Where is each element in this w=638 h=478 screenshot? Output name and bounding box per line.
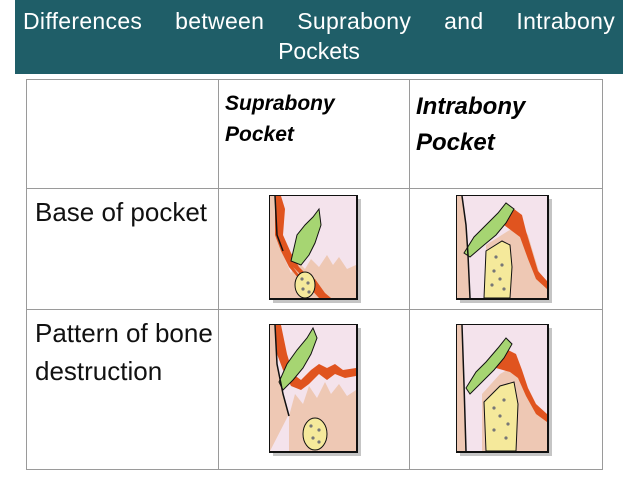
intrabony-base-diagram xyxy=(456,195,552,303)
suprabony-base-diagram xyxy=(269,195,361,303)
header-suprabony-label: Suprabony Pocket xyxy=(225,92,335,146)
row-label-pattern-of-bone-destruction: Pattern of bone destruction xyxy=(35,318,213,386)
intrabony-bone-pattern-diagram xyxy=(456,324,552,456)
row-label-cell: Base of pocket xyxy=(26,188,219,310)
diagram-cell xyxy=(409,188,603,310)
row-label-cell: Pattern of bone destruction xyxy=(26,309,219,470)
table-row-pattern-of-bone-destruction: Pattern of bone destruction xyxy=(26,309,603,470)
slide-title: Differences between Suprabony and Intrab… xyxy=(15,0,623,74)
header-empty-cell xyxy=(26,79,219,189)
comparison-table: Suprabony Pocket Intrabony Pocket Base o… xyxy=(26,79,603,470)
slide-title-line-1: Differences between Suprabony and Intrab… xyxy=(23,8,615,34)
table-header-row: Suprabony Pocket Intrabony Pocket xyxy=(26,79,603,189)
slide-title-line-2: Pockets xyxy=(278,38,360,64)
row-label-base-of-pocket: Base of pocket xyxy=(35,197,207,227)
diagram-cell xyxy=(409,309,603,470)
diagram-cell xyxy=(218,188,410,310)
table-row-base-of-pocket: Base of pocket xyxy=(26,188,603,310)
header-intrabony-cell: Intrabony Pocket xyxy=(409,79,603,189)
header-intrabony-label: Intrabony Pocket xyxy=(416,93,526,156)
diagram-cell xyxy=(218,309,410,470)
header-suprabony-cell: Suprabony Pocket xyxy=(218,79,410,189)
suprabony-bone-pattern-diagram xyxy=(269,324,361,456)
